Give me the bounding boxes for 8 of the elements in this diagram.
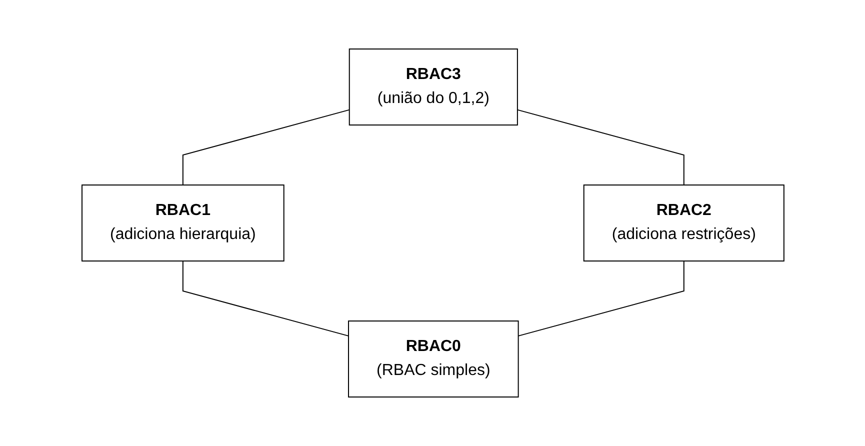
connector bbox=[516, 109, 684, 186]
connector bbox=[517, 260, 684, 336]
connector bbox=[182, 109, 350, 186]
node-box: RBAC2 (adiciona restrições) bbox=[582, 184, 784, 262]
node-box: RBAC1 (adiciona hierarquia) bbox=[81, 184, 284, 262]
node-box: RBAC0 (RBAC simples) bbox=[348, 320, 518, 398]
connector bbox=[182, 260, 349, 336]
node-box: RBAC3 (união do 0,1,2) bbox=[348, 48, 518, 126]
